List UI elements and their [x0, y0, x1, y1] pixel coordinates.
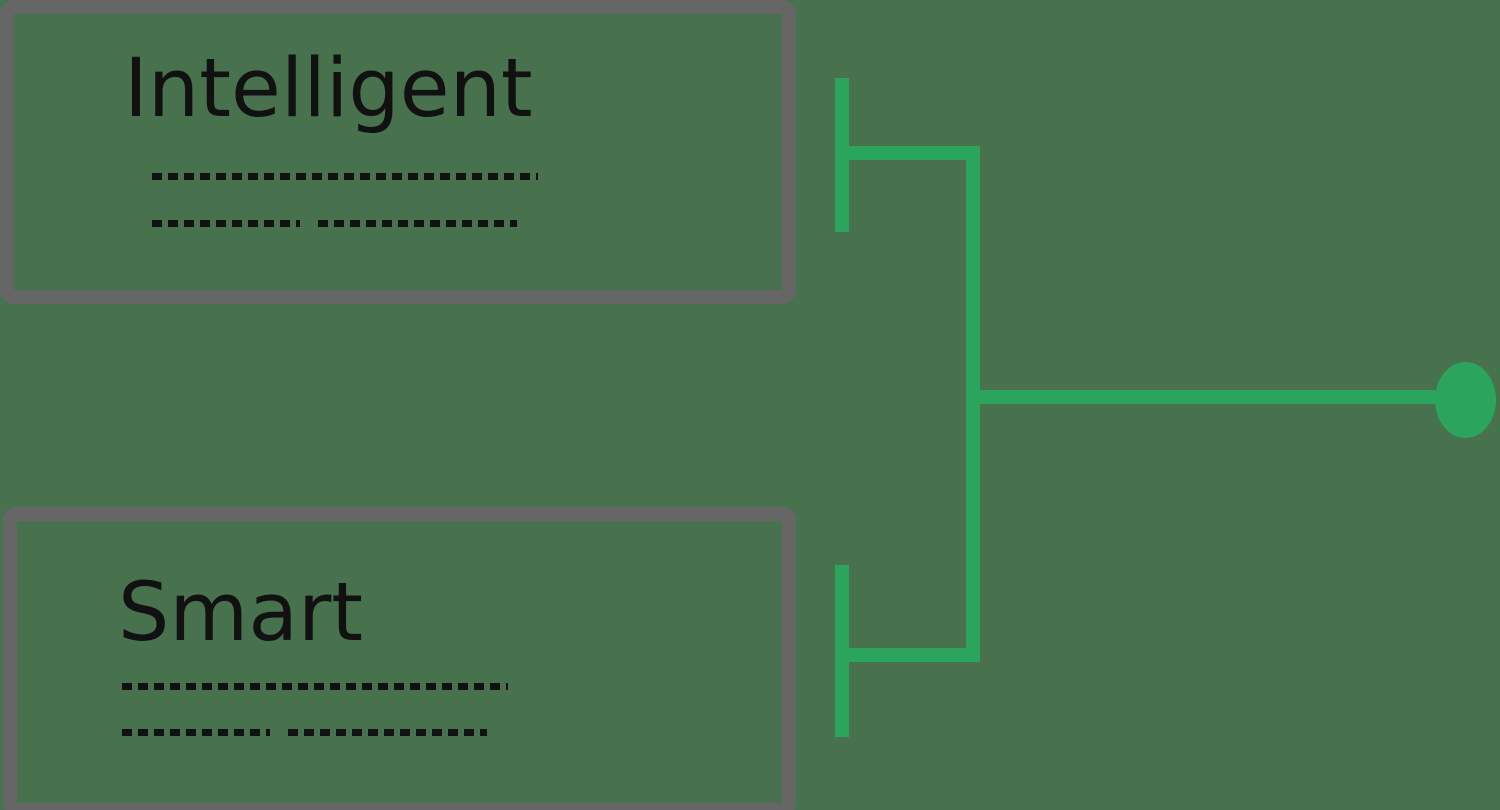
node-smart[interactable]: Smart — [3, 507, 796, 810]
placeholder-dashes — [122, 729, 270, 736]
branch-root-line — [966, 390, 1446, 404]
node-intelligent[interactable]: Intelligent — [0, 0, 796, 304]
branch-connector-intelligent — [843, 146, 980, 160]
branch-tick-intelligent — [835, 78, 849, 232]
placeholder-dashes — [318, 220, 517, 227]
placeholder-dashes — [122, 683, 508, 690]
root-node[interactable] — [1435, 362, 1496, 438]
node-smart-label: Smart — [118, 566, 364, 660]
placeholder-dashes — [152, 173, 538, 180]
branch-connector-smart — [843, 648, 980, 662]
branch-trunk — [966, 146, 980, 662]
placeholder-dashes — [288, 729, 487, 736]
placeholder-dashes — [152, 220, 300, 227]
branch-tick-smart — [835, 565, 849, 737]
node-intelligent-label: Intelligent — [124, 42, 533, 136]
